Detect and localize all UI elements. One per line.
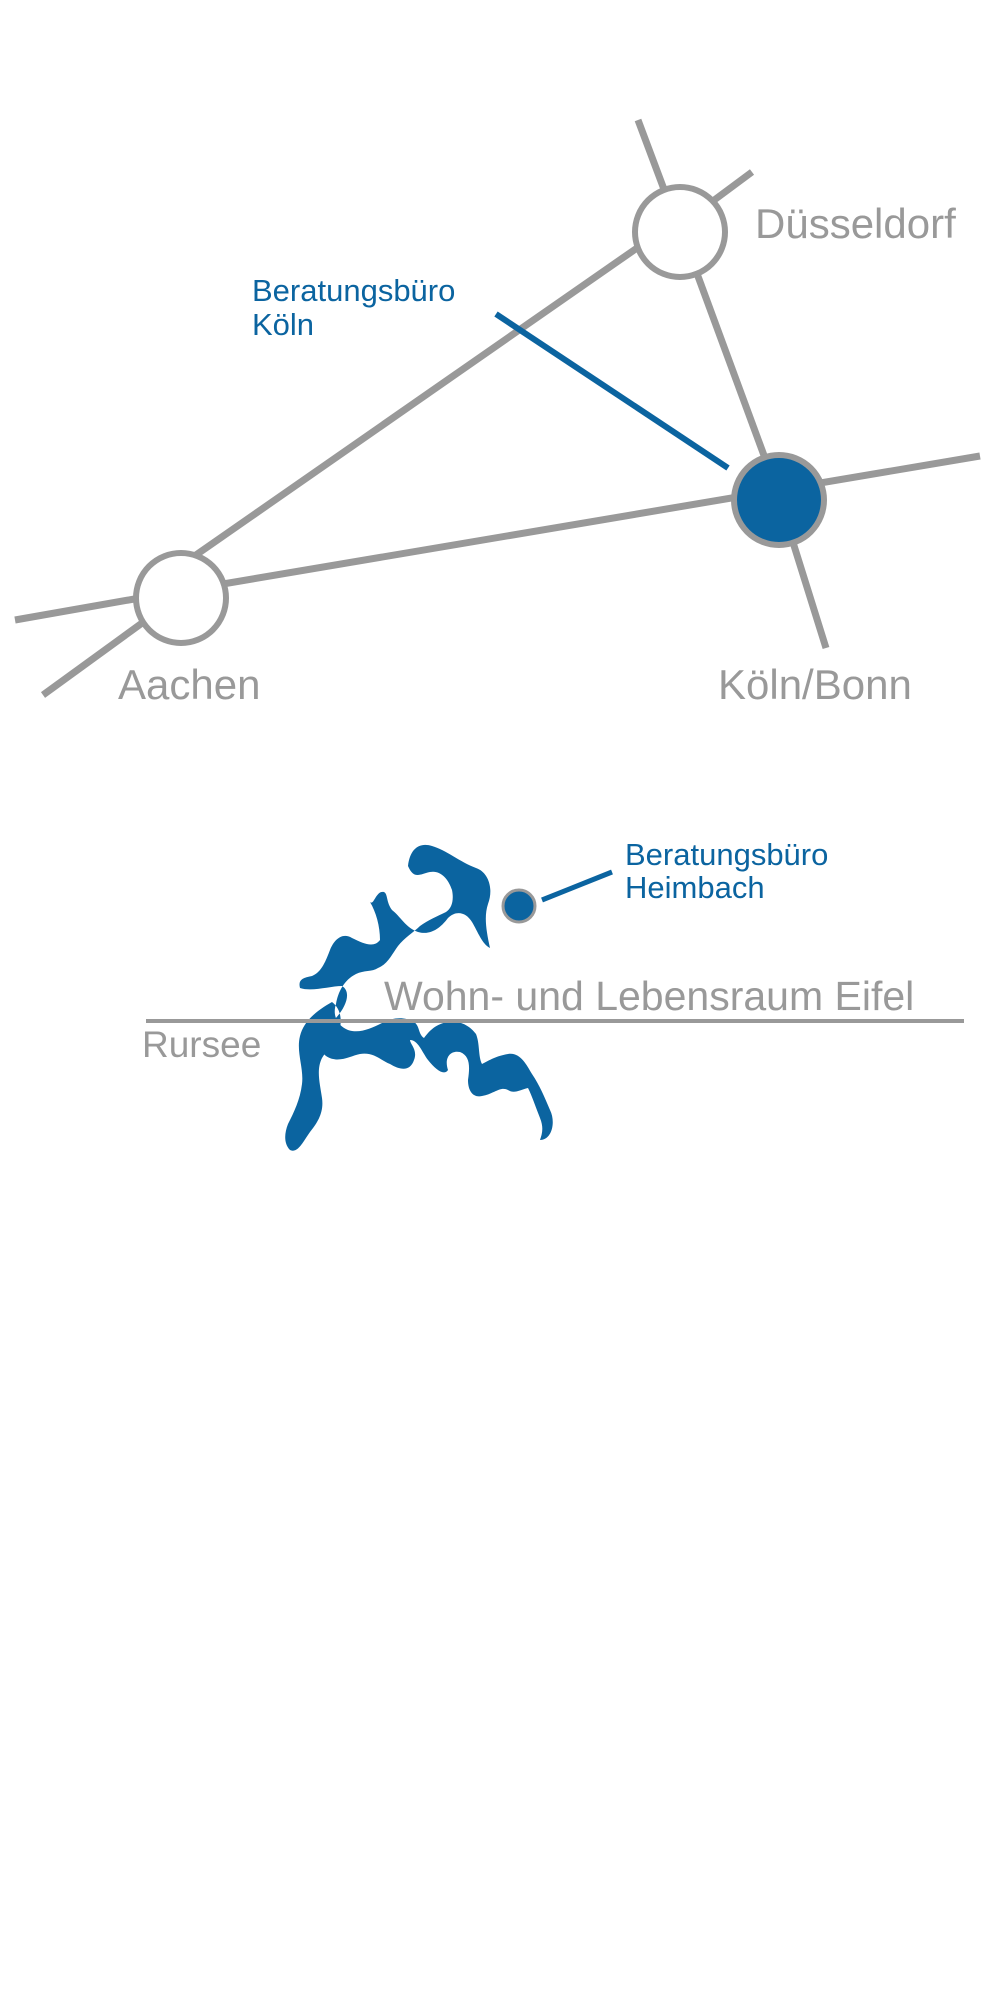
- city-label-koeln-bonn: Köln/Bonn: [718, 661, 912, 708]
- office-label-heimbach-line2: Heimbach: [625, 870, 765, 905]
- lake-label: Rursee: [142, 1024, 261, 1065]
- office-label-heimbach-line1: Beratungsbüro: [625, 837, 828, 872]
- office-heimbach-leader-line: [541, 869, 613, 903]
- office-label-koeln-line2: Köln: [252, 307, 314, 342]
- road-duesseldorf-north: [634, 118, 672, 202]
- road-aachen-west: [14, 594, 141, 624]
- rursee-lake-shape: [285, 844, 553, 1151]
- city-node-duesseldorf: [632, 184, 728, 280]
- city-label-aachen: Aachen: [118, 661, 260, 708]
- road-duesseldorf-koeln: [688, 258, 780, 490]
- overview-map: Düsseldorf Aachen Köln/Bonn Beratungsbür…: [14, 118, 981, 708]
- road-aachen-southwest: [40, 607, 163, 698]
- office-label-koeln-line1: Beratungsbüro: [252, 273, 455, 308]
- city-node-aachen: [133, 550, 229, 646]
- office-node-heimbach: [501, 888, 537, 924]
- region-label: Wohn- und Lebensraum Eifel: [384, 973, 914, 1019]
- detail-map: Beratungsbüro Heimbach Wohn- und Lebensr…: [142, 837, 964, 1151]
- office-koeln-leader-line: [494, 311, 730, 471]
- road-aachen-koeln: [139, 452, 981, 602]
- city-node-koeln-bonn: [731, 452, 827, 548]
- road-aachen-duesseldorf: [158, 229, 662, 583]
- city-label-duesseldorf: Düsseldorf: [755, 200, 956, 247]
